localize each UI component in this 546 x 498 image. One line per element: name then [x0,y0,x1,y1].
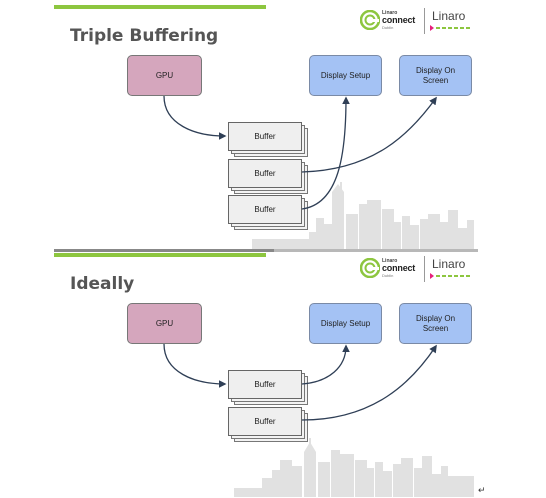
display-on-screen-node: Display On Screen [399,55,472,96]
display-on-screen-label: Display On Screen [415,313,456,333]
logo-divider [424,256,425,282]
accent-bar [54,253,266,257]
gpu-label: GPU [155,70,174,80]
display-setup-label: Display Setup [320,318,371,328]
slide-title: Ideally [70,274,135,294]
buffer-box: Buffer [228,407,302,436]
gpu-label: GPU [155,318,174,328]
buffer-box: Buffer [228,370,302,399]
linaro-connect-location: Dublin [382,25,394,30]
linaro-logo-text: Linaro [432,9,466,23]
buffer-box: Buffer [228,122,302,151]
linaro-connect-small-label: Linaro [382,258,398,264]
logo-group: Linaro connect Dublin Linaro [360,8,474,36]
return-mark: ↵ [478,485,486,495]
slide-ideally: Linaro connect Dublin Linaro Ideally [54,252,478,497]
city-skyline-graphic [234,438,474,497]
gpu-node: GPU [127,55,202,96]
linaro-connect-small-label: Linaro [382,10,398,16]
linaro-connect-logo-icon [360,10,380,30]
logo-divider [424,8,425,34]
linaro-connect-location: Dublin [382,273,394,278]
logo-group: Linaro connect Dublin Linaro [360,256,474,284]
linaro-logo-text: Linaro [432,257,466,271]
linaro-mark-icon [430,25,470,31]
linaro-connect-logo-icon [360,258,380,278]
linaro-connect-label: connect [382,15,416,25]
linaro-connect-label: connect [382,263,416,273]
linaro-mark-icon [430,273,470,279]
slide-title: Triple Buffering [70,26,219,46]
gpu-node: GPU [127,303,202,344]
display-setup-node: Display Setup [309,303,382,344]
buffer-box: Buffer [228,159,302,188]
slide-triple-buffering: Linaro connect Dublin Linaro Triple Buff… [54,4,478,249]
slide-separator-accent [54,249,274,252]
display-setup-label: Display Setup [320,70,371,80]
display-on-screen-label: Display On Screen [415,65,456,85]
buffer-box: Buffer [228,195,302,224]
accent-bar [54,5,266,9]
display-on-screen-node: Display On Screen [399,303,472,344]
display-setup-node: Display Setup [309,55,382,96]
